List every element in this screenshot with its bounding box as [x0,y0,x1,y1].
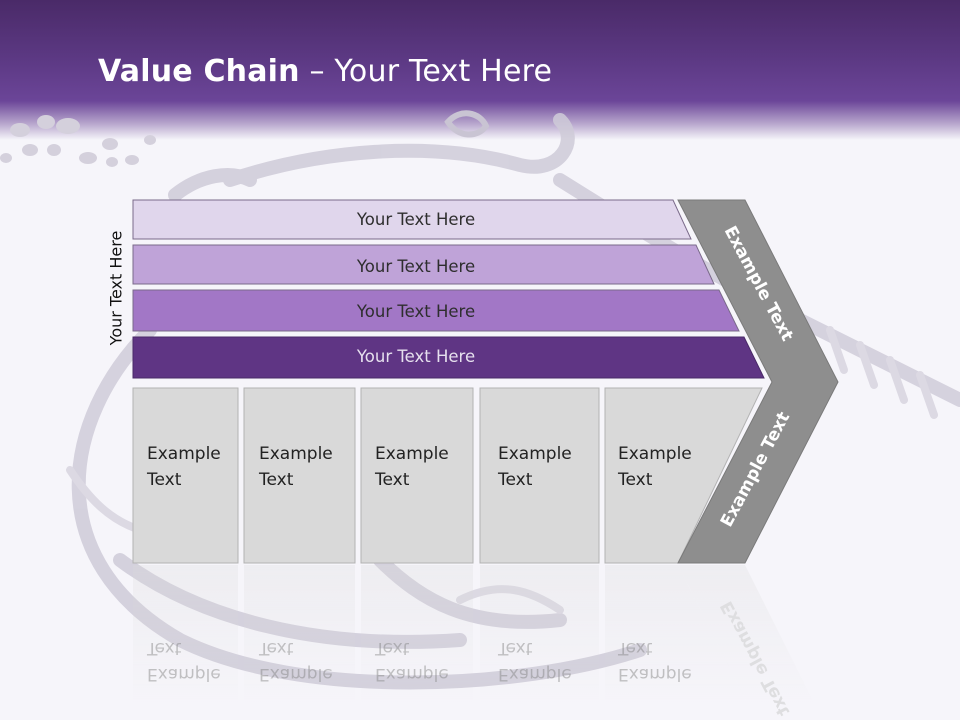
primary-box-2-line1: Example [259,444,333,464]
box-reflection-text: Example [618,664,692,684]
box-reflection-text: Text [617,638,653,658]
slide-title-rest: – Your Text Here [299,54,553,89]
diagram-reflection: Example Text Example Text Example Text E… [133,565,815,719]
box-reflection-text: Text [258,638,294,658]
primary-box-1[interactable] [132,387,239,564]
box-reflection-text: Example [259,664,333,684]
primary-box-2-line2: Text [258,470,294,490]
primary-box-4-line1: Example [498,444,572,464]
box-reflection-text: Text [146,638,182,658]
box-reflection-text: Text [497,638,533,658]
primary-box-3-line2: Text [374,470,410,490]
box-reflection [480,565,599,705]
support-bar-4-label: Your Text Here [356,347,475,366]
primary-box-5-line2: Text [617,470,653,490]
primary-box-1-line2: Text [146,470,182,490]
box-reflection-text: Text [374,638,410,658]
primary-box-4[interactable] [479,387,600,564]
box-reflection [133,565,238,705]
primary-box-4-line2: Text [497,470,533,490]
box-reflection [605,565,748,705]
slide-title: Value Chain – Your Text Here [98,54,552,89]
support-bar-1-label: Your Text Here [356,210,475,229]
support-bar-3[interactable] [132,289,740,332]
support-bar-4[interactable] [132,336,765,379]
support-bar-2[interactable] [132,244,715,285]
margin-chevron[interactable] [677,199,839,564]
box-reflection-text: Example [498,664,572,684]
slide-title-bold: Value Chain [98,54,300,89]
primary-box-2[interactable] [243,387,356,564]
support-bar-2-label: Your Text Here [356,257,475,276]
box-reflection-text: Example [147,664,221,684]
primary-box-1-line1: Example [147,444,221,464]
primary-box-3[interactable] [360,387,474,564]
chevron-reflection [678,565,815,705]
primary-box-3-line1: Example [375,444,449,464]
box-reflection-text: Example [375,664,449,684]
support-activity-bars: Your Text Here Your Text Here Your Text … [132,199,765,379]
box-reflection [244,565,355,705]
primary-activity-boxes: Example Text Example Text Example Text E… [132,387,763,564]
primary-box-5-line1: Example [618,444,692,464]
support-bar-1[interactable] [132,199,692,240]
box-reflection [361,565,473,705]
support-bar-3-label: Your Text Here [356,302,475,321]
